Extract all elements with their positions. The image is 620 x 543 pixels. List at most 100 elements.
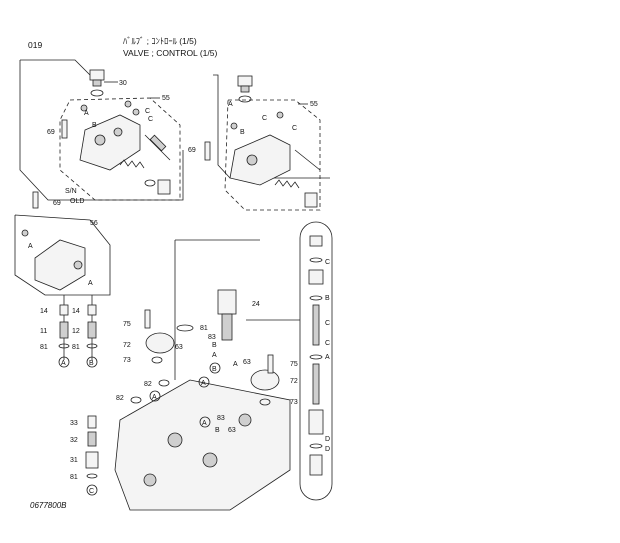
callout-63: 63 (228, 427, 236, 434)
ball-part (132, 108, 140, 116)
plug-stem (92, 79, 102, 87)
letter-d: D (325, 436, 330, 443)
ref-a-label: A (202, 420, 207, 427)
old-sn-frame (19, 60, 184, 201)
callout-82: 82 (144, 381, 152, 388)
pilot-valve-stem (221, 313, 233, 341)
ref-circle-b (86, 356, 98, 368)
callout-81: 81 (40, 344, 48, 351)
letter-a: A (28, 243, 33, 250)
letter-c: C (148, 116, 153, 123)
poppet-part (87, 431, 97, 447)
ball-part (124, 100, 132, 108)
ref-b-label: B (212, 366, 217, 373)
ball-part (21, 229, 29, 237)
kit-55-outline (224, 99, 321, 211)
port-hole (167, 432, 183, 448)
o-ring (130, 396, 142, 404)
letter-c: C (325, 340, 330, 347)
left-column-parts: 14 14 11 12 81 81 A B 33 32 31 81 C (40, 295, 99, 496)
o-ring (309, 443, 323, 449)
o-ring (158, 379, 170, 387)
callout-69: 69 (188, 147, 196, 154)
spring-part (59, 304, 69, 316)
sn-label: S/N (65, 188, 77, 195)
callout-55: 55 (162, 95, 170, 102)
ref-a-label: A (201, 380, 206, 387)
title-japanese: ﾊﾞﾙﾌﾞ ; ｺﾝﾄﾛｰﾙ (1/5) (123, 36, 197, 46)
cap-72-part (250, 369, 280, 391)
callout-32: 32 (70, 437, 78, 444)
letter-b: B (240, 129, 245, 136)
callout-55: 55 (310, 101, 318, 108)
ref-circle-a (198, 376, 210, 388)
bolt-part (267, 354, 274, 374)
main-valve-body-group: 24 72 72 75 75 81 73 73 82 82 63 83 B A … (114, 239, 298, 511)
spool-part (312, 304, 320, 346)
spring-part (87, 415, 97, 429)
old-label: OLD (70, 198, 84, 205)
o-ring (151, 356, 163, 364)
cap-part (304, 192, 318, 208)
letter-b: B (215, 427, 220, 434)
valve-body-part (79, 114, 141, 171)
callout-56: 56 (90, 220, 98, 227)
callout-81: 81 (70, 474, 78, 481)
poppet-part (59, 321, 69, 339)
new-sn-detail-group: A B C C 55 69 (188, 74, 330, 211)
valve-body-part (229, 134, 291, 186)
port-hole (202, 452, 218, 468)
callout-83: 83 (217, 415, 225, 422)
callout-12: 12 (72, 328, 80, 335)
cap-part (157, 179, 171, 195)
old-sn-frame-top (20, 59, 91, 76)
o-ring (309, 354, 323, 360)
callout-81: 81 (72, 344, 80, 351)
callout-63: 63 (175, 344, 183, 351)
title-english: VALVE ; CONTROL (1/5) (123, 48, 217, 58)
plug-part (85, 451, 99, 469)
callout-75: 75 (290, 361, 298, 368)
ref-circle-a (149, 390, 161, 402)
spring-part (274, 179, 300, 189)
letter-d: D (325, 446, 330, 453)
bolt-part (204, 141, 211, 161)
letter-c: C (325, 320, 330, 327)
assembly-56-group: 69 A A 56 (14, 191, 111, 296)
callout-31: 31 (70, 457, 78, 464)
o-ring (176, 324, 194, 332)
callout-82: 82 (116, 395, 124, 402)
spool-exploded-detail: C B C C A D D (246, 221, 333, 501)
plug-part (89, 69, 105, 81)
cover-block-part (34, 239, 86, 291)
plug-part (237, 75, 253, 87)
letter-a: A (212, 352, 217, 359)
callout-33: 33 (70, 420, 78, 427)
letter-c: C (292, 125, 297, 132)
letter-b: B (92, 122, 97, 129)
letter-a: A (84, 110, 89, 117)
o-ring (309, 257, 323, 263)
plug-part (309, 454, 323, 476)
callout-14: 14 (40, 308, 48, 315)
letter-a: A (325, 354, 330, 361)
ref-circle-a (199, 416, 211, 428)
spool-part (144, 134, 171, 161)
ref-c-label: C (89, 488, 94, 495)
ref-circle-a (58, 356, 70, 368)
o-ring (86, 473, 98, 479)
port-hole (73, 260, 83, 270)
o-ring (259, 398, 271, 406)
letter-c: C (325, 259, 330, 266)
kit-55-outline (59, 97, 181, 201)
o-ring (86, 343, 98, 349)
callout-73: 73 (123, 357, 131, 364)
bolt-part (61, 119, 68, 139)
callout-81: 81 (200, 325, 208, 332)
callout-72: 72 (290, 378, 298, 385)
port-hole (113, 127, 123, 137)
ref-b-label: B (89, 360, 94, 367)
spring-part (87, 304, 97, 316)
